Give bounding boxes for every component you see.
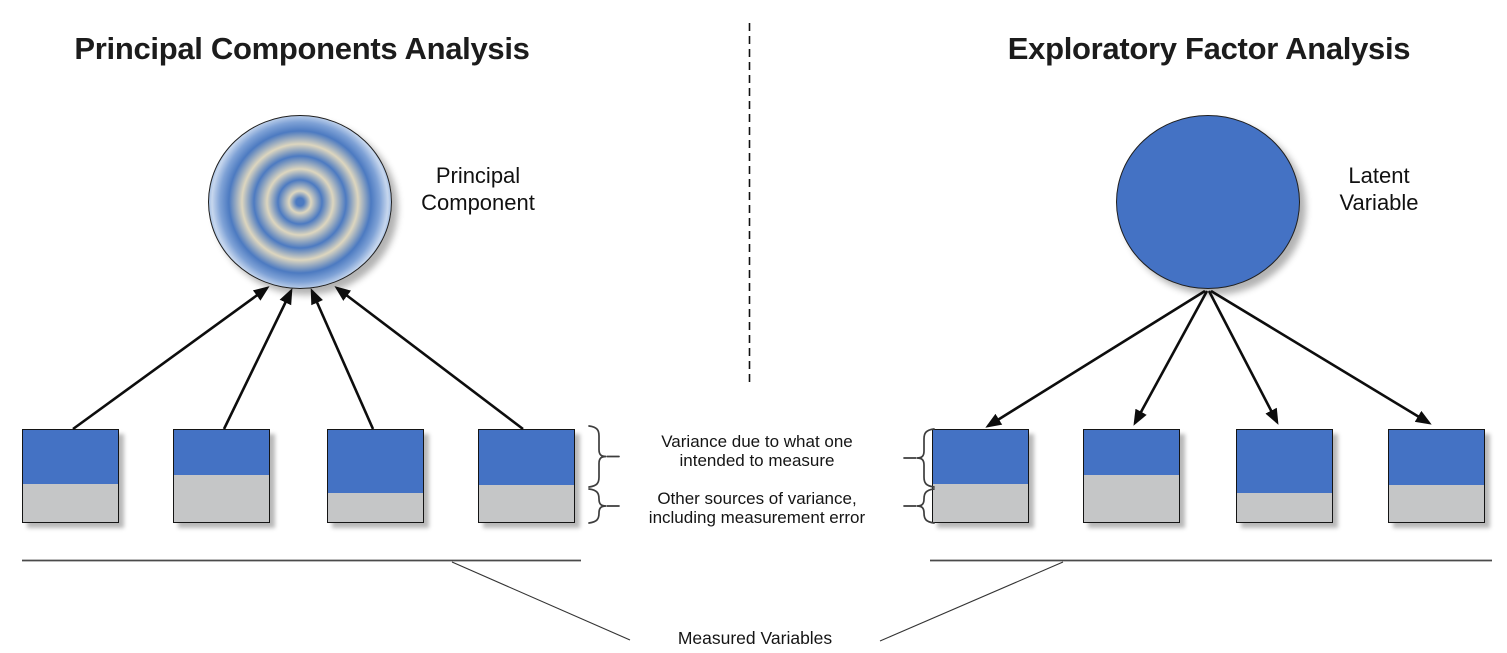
variance-intended-segment xyxy=(174,430,269,475)
efa-arrow xyxy=(1210,289,1432,425)
label-line: Variable xyxy=(1339,190,1419,215)
note-line: Other sources of variance, xyxy=(657,489,857,508)
label-line: Principal xyxy=(435,163,521,188)
variance-intended-note: Variance due to what one intended to mea… xyxy=(597,432,917,470)
variance-intended-segment xyxy=(1084,430,1179,475)
pca-arrows xyxy=(72,286,524,431)
variance-intended-segment xyxy=(328,430,423,493)
variance-intended-segment xyxy=(23,430,118,484)
latent-variable-node xyxy=(1116,115,1300,289)
efa-arrows xyxy=(985,289,1432,428)
measured-variable-box xyxy=(327,429,424,523)
variance-other-segment xyxy=(328,493,423,522)
measured-leader-right xyxy=(879,561,1064,642)
variance-intended-segment xyxy=(479,430,574,485)
variance-intended-segment xyxy=(1389,430,1484,485)
efa-arrow xyxy=(1133,290,1209,426)
measured-variables-label: Measured Variables xyxy=(677,628,833,648)
variance-other-segment xyxy=(479,485,574,522)
efa-arrow xyxy=(1207,290,1279,425)
note-line: intended to measure xyxy=(679,450,835,470)
efa-arrow xyxy=(985,289,1206,428)
variance-intended-segment xyxy=(1237,430,1332,493)
measured-leader-left xyxy=(451,561,631,641)
variance-other-note: Other sources of variance, including mea… xyxy=(592,489,922,527)
measured-variable-box xyxy=(1083,429,1180,523)
measured-variable-box xyxy=(1236,429,1333,523)
pca-arrow xyxy=(222,288,293,430)
measured-variable-box xyxy=(22,429,119,523)
principal-component-label: Principal Component xyxy=(378,162,578,216)
variance-other-segment xyxy=(174,475,269,522)
efa-title: Exploratory Factor Analysis xyxy=(1007,31,1411,66)
measured-variable-box xyxy=(478,429,575,523)
principal-component-node xyxy=(208,115,392,289)
variance-other-segment xyxy=(23,484,118,522)
variance-other-segment xyxy=(1389,485,1484,522)
pca-arrow xyxy=(334,286,524,431)
variance-other-segment xyxy=(933,484,1028,522)
label-line: Latent xyxy=(1348,163,1410,188)
measured-variable-box xyxy=(1388,429,1485,523)
note-line: including measurement error xyxy=(648,507,866,527)
variance-other-segment xyxy=(1084,475,1179,522)
note-line: Variance due to what one xyxy=(661,432,853,451)
latent-variable-label: Latent Variable xyxy=(1279,162,1479,216)
measured-variable-box xyxy=(173,429,270,523)
pca-title: Principal Components Analysis xyxy=(74,31,530,66)
variance-other-segment xyxy=(1237,493,1332,522)
variance-intended-segment xyxy=(933,430,1028,484)
measured-variable-box xyxy=(932,429,1029,523)
label-line: Component xyxy=(421,190,535,215)
pca-arrow xyxy=(72,286,270,431)
pca-arrow xyxy=(310,288,375,430)
